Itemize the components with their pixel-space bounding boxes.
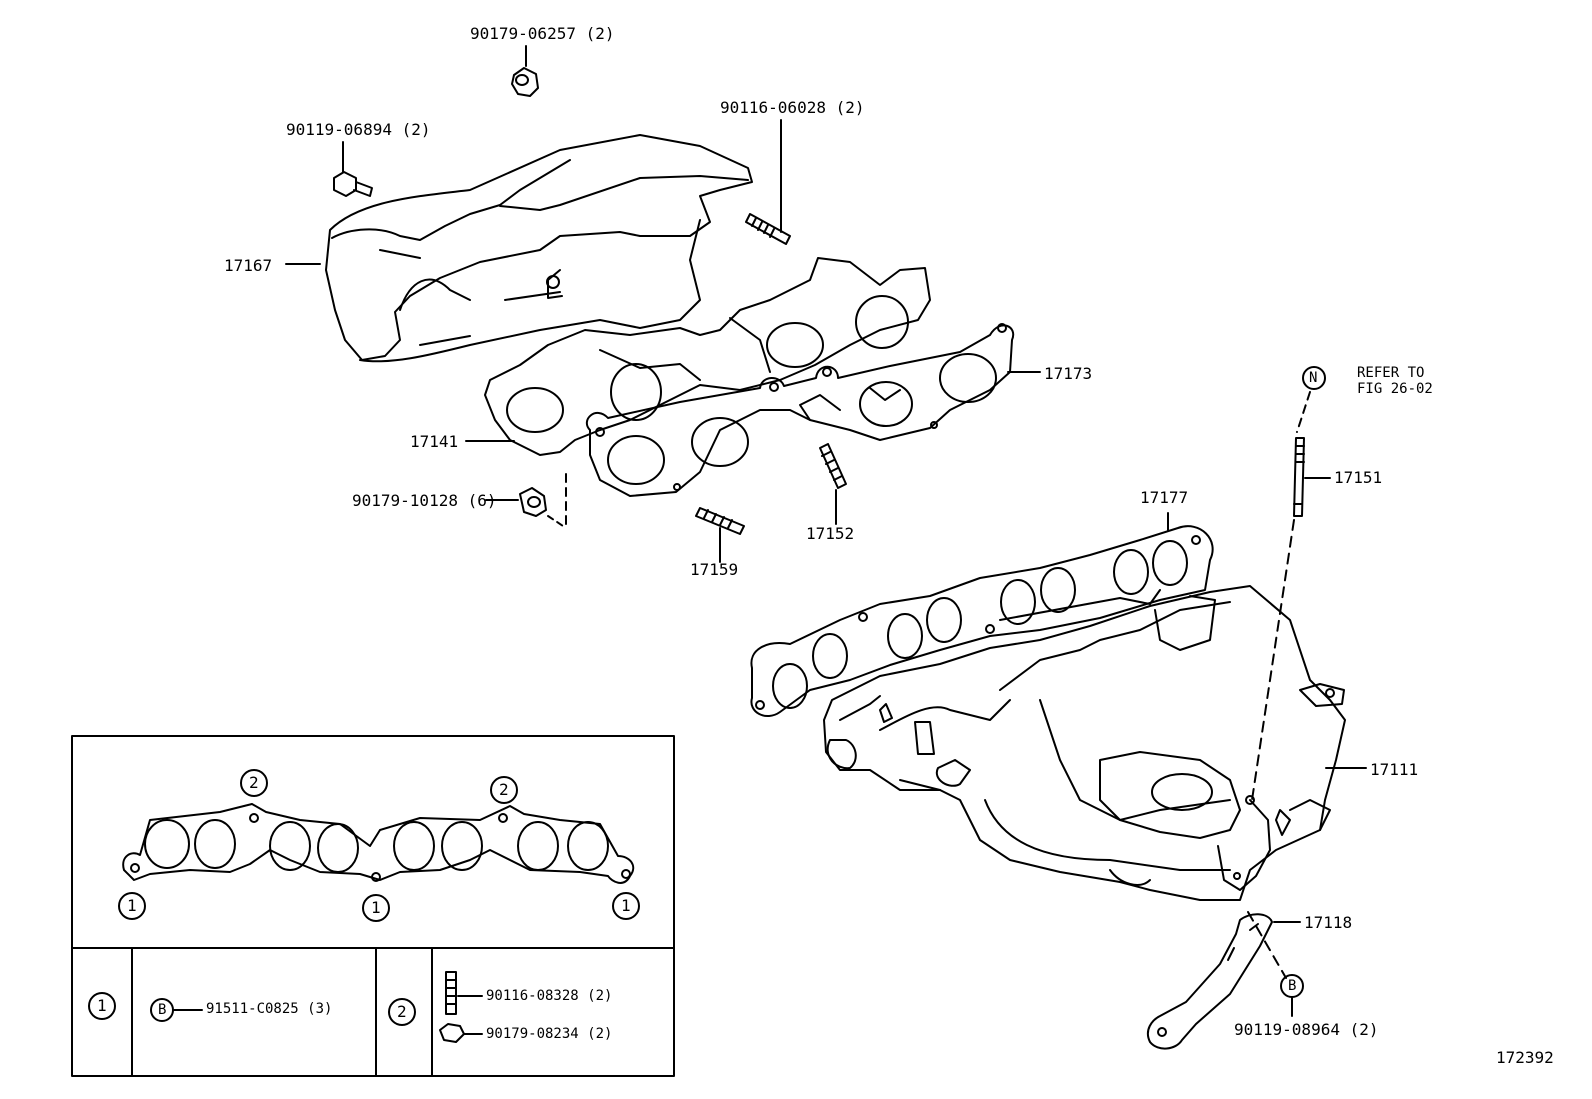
- stud-90116-06028-drawing: [745, 119, 791, 245]
- stud-17152-drawing: [819, 443, 847, 525]
- detail-marker-1-center-label: 1: [371, 898, 381, 917]
- gasket-17173-drawing: [585, 323, 1015, 497]
- marker-n-circle: [1302, 366, 1326, 390]
- callout-17111: 17111: [1370, 760, 1419, 779]
- stud-17159-drawing: [695, 507, 745, 563]
- manifold-plate-17141-drawing: [484, 257, 931, 456]
- nut-90179-10128-drawing: [519, 473, 567, 529]
- callout-17167: 17167: [224, 256, 273, 275]
- gasket-17177-drawing: [750, 512, 1214, 717]
- intake-manifold-17111-drawing: [823, 585, 1346, 901]
- stud-17151-drawing: [1251, 366, 1331, 801]
- callout-90119-08964: 90119-08964 (2): [1234, 1020, 1379, 1039]
- callout-90179-10128: 90179-10128 (6): [352, 491, 497, 510]
- marker-b-label: B: [1288, 978, 1297, 994]
- detail-marker-1-right: [612, 892, 640, 920]
- bolt-90119-06894-drawing: [333, 141, 373, 197]
- heat-insulator-17167-drawing: [325, 134, 753, 363]
- detail-marker-1-right-label: 1: [621, 896, 631, 915]
- detail-marker-1-center: [362, 894, 390, 922]
- callout-90179-06257: 90179-06257 (2): [470, 24, 615, 43]
- nut-90179-06257-drawing: [511, 45, 539, 97]
- leader-lines: [285, 263, 1367, 769]
- table-row2-nut: 90179-08234 (2): [486, 1026, 613, 1042]
- callout-90119-06894: 90119-06894 (2): [286, 120, 431, 139]
- table-row1-part: 91511-C0825 (3): [206, 1001, 333, 1017]
- table-row1-key: 1: [97, 996, 107, 1015]
- detail-marker-1-left-label: 1: [127, 896, 137, 915]
- callout-refer-line1: REFER TO: [1357, 365, 1425, 381]
- callout-17141: 17141: [410, 432, 459, 451]
- callout-refer-line2: FIG 26-02: [1357, 381, 1433, 397]
- callout-17159: 17159: [690, 560, 739, 579]
- manifold-stay-17118-drawing: [1146, 911, 1304, 1050]
- diagram-number: 172392: [1496, 1048, 1554, 1067]
- detail-marker-2-right: [490, 776, 518, 804]
- callout-17151: 17151: [1334, 468, 1383, 487]
- callout-90116-06028: 90116-06028 (2): [720, 98, 865, 117]
- marker-n-label: N: [1309, 370, 1318, 386]
- callout-17118: 17118: [1304, 913, 1353, 932]
- table-row2-key: 2: [397, 1002, 407, 1021]
- detail-table-glyphs: [88, 971, 483, 1043]
- callout-17152: 17152: [806, 524, 855, 543]
- detail-box: [71, 735, 675, 1077]
- table-row1-b-marker: B: [158, 1002, 167, 1018]
- detail-gasket-drawing: [118, 769, 640, 922]
- detail-marker-1-left: [118, 892, 146, 920]
- detail-marker-2-right-label: 2: [499, 780, 509, 799]
- detail-marker-2-left-label: 2: [249, 773, 259, 792]
- callout-17173: 17173: [1044, 364, 1093, 383]
- callout-17177: 17177: [1140, 488, 1189, 507]
- table-row2-stud: 90116-08328 (2): [486, 988, 613, 1004]
- detail-marker-2-left: [240, 769, 268, 797]
